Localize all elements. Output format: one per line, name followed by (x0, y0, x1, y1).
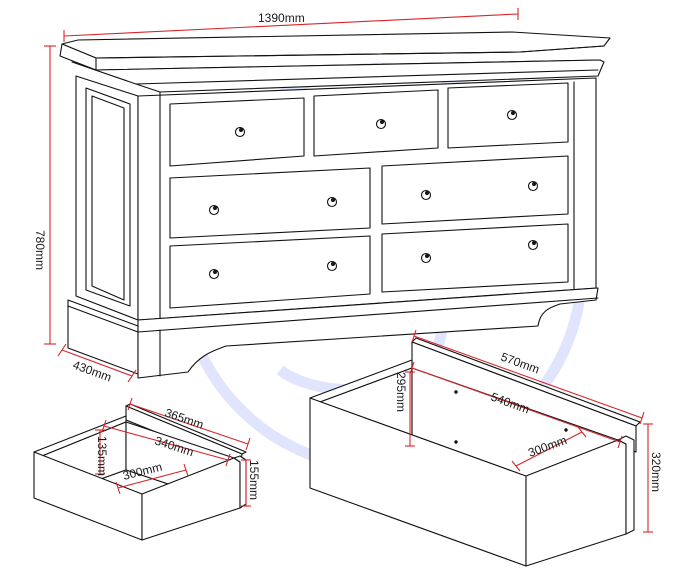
chest-side-panel (85, 87, 131, 307)
large-drawer-outer-height-label: 320mm (649, 452, 663, 492)
small-drawer-inner-height-label: 135mm (95, 436, 109, 476)
drawer-middle-left (169, 167, 371, 239)
drawer-bottom-left (169, 235, 371, 309)
chest-plinth-front (137, 287, 599, 379)
small-drawer-outer-height-label: 155mm (247, 460, 261, 500)
small-drawer-dimensions: 365mm 340mm 135mm 300mm 155mm (95, 397, 261, 507)
chest-cornice (71, 59, 605, 93)
drawer-knobs (208, 109, 539, 280)
drawer-top-middle (313, 89, 439, 157)
chest-of-drawers (59, 31, 611, 379)
chest-width-label: 1390mm (258, 11, 305, 25)
large-drawer (309, 337, 641, 567)
drawer-middle-right (381, 155, 569, 225)
small-drawer (33, 403, 247, 541)
drawer-bottom-right (381, 223, 569, 293)
large-drawer-front-edge (617, 435, 635, 535)
chest-height-label: 780mm (33, 230, 47, 270)
large-drawer-inner-height-label: 295mm (394, 372, 408, 412)
